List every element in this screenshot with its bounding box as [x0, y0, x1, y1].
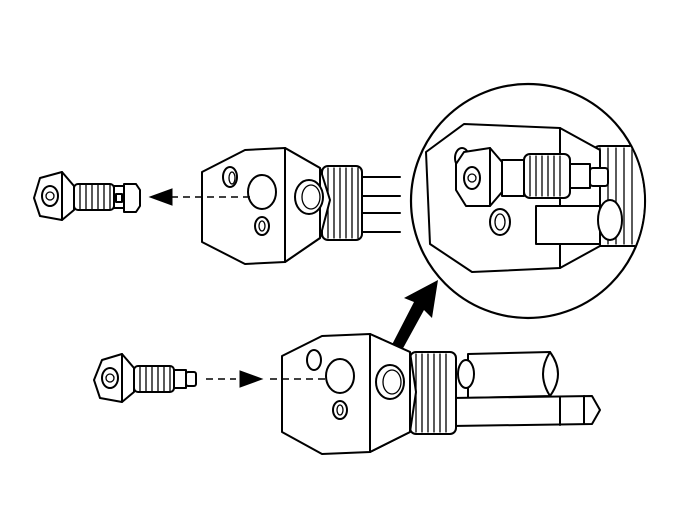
- detail-magnifier: [409, 82, 647, 320]
- lower-valve-block: [281, 333, 601, 455]
- upper-valve-block: [201, 147, 401, 265]
- removed-fitting: [33, 171, 141, 221]
- insertion-arrow: [206, 370, 330, 388]
- removal-arrow: [148, 188, 250, 206]
- inserted-fitting: [93, 353, 197, 403]
